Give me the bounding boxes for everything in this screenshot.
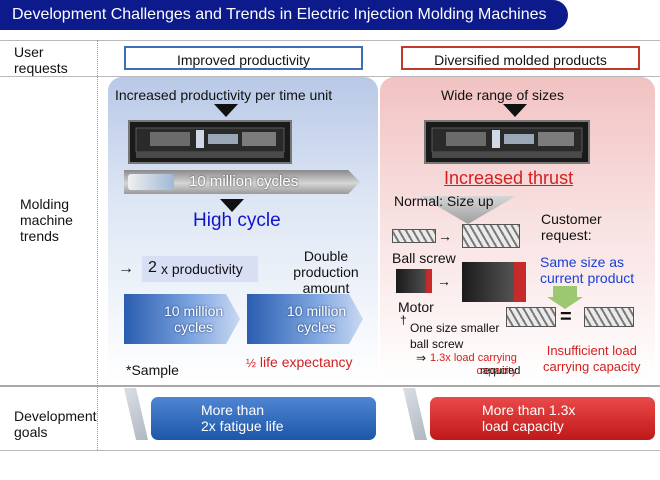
screw-icon <box>128 174 174 190</box>
required-label: required <box>480 365 521 377</box>
screw-compare-icon <box>506 307 556 327</box>
motor-label: Motor <box>398 299 434 315</box>
arrow-right-icon: → <box>118 260 134 277</box>
cycles-bar: 10 million cycles <box>124 170 360 194</box>
small-motor-icon <box>396 269 430 293</box>
goal-load-capacity: More than 1.3x load capacity <box>430 397 655 440</box>
request-diversified-products: Diversified molded products <box>401 46 640 70</box>
arrow-right-icon: → <box>438 228 452 244</box>
productivity-badge: 2 x productivity <box>142 256 258 282</box>
one-size-smaller-label: One size smaller ball screw <box>410 321 500 351</box>
row-label-user-requests: User requests <box>14 44 68 76</box>
screw-watermark-icon <box>403 388 427 440</box>
column-divider <box>97 40 98 450</box>
large-ball-screw-icon <box>462 224 520 248</box>
equals-icon: = <box>560 306 572 328</box>
ball-screw-label: Ball screw <box>392 250 456 266</box>
large-motor-icon <box>462 262 516 302</box>
small-motor-flange <box>426 269 432 293</box>
divider-requests <box>0 76 660 77</box>
green-arrow-down-icon <box>547 297 583 309</box>
divider-goals <box>0 385 660 387</box>
request-improved-productivity: Improved productivity <box>124 46 363 70</box>
productivity-prefix: 2 <box>148 259 157 276</box>
half-life-expectancy: ½ life expectancy <box>246 354 353 370</box>
injection-machine-image <box>128 120 292 164</box>
implies-icon: ⇒ <box>416 351 427 365</box>
page-title: Development Challenges and Trends in Ele… <box>0 0 568 30</box>
green-arrow-stem <box>553 286 577 298</box>
cycles-box-2: 10 million cycles <box>247 294 363 344</box>
same-size-label: Same size as current product <box>540 254 635 286</box>
arrow-right-icon: → <box>437 273 451 289</box>
row-label-molding-trends: Molding machine trends <box>20 196 73 244</box>
small-ball-screw-icon <box>392 229 436 243</box>
arrow-down-icon <box>220 199 244 212</box>
arrow-down-icon <box>214 104 238 117</box>
insufficient-capacity-label: Insufficient load carrying capacity <box>543 343 641 374</box>
goal-fatigue-life: More than 2x fatigue life <box>151 397 376 440</box>
double-production-amount: Double production amount <box>293 248 359 296</box>
cycles-box-1-label: 10 million cycles <box>164 303 224 335</box>
divider-top <box>0 40 660 41</box>
injection-machine-image <box>424 120 590 164</box>
productivity-word: x productivity <box>161 261 243 277</box>
divider-bottom <box>0 450 660 451</box>
arrow-down-icon <box>503 104 527 117</box>
normal-size-up-label: Normal: Size up <box>394 193 494 209</box>
load-requirement-label: 1.3x load carrying capacity <box>430 352 517 377</box>
screw-watermark-icon <box>124 388 148 440</box>
life-expectancy-label: life expectancy <box>259 354 353 370</box>
cycles-box-1: 10 million cycles <box>124 294 240 344</box>
sample-note: *Sample <box>126 362 179 378</box>
high-cycle-label: High cycle <box>193 210 281 231</box>
heading-productivity-per-time: Increased productivity per time unit <box>115 87 333 103</box>
cycles-box-2-label: 10 million cycles <box>287 303 347 335</box>
cycles-bar-label: 10 million cycles <box>189 173 299 190</box>
row-label-development-goals: Development goals <box>14 408 97 440</box>
increased-thrust-label: Increased thrust <box>444 168 574 188</box>
screw-compare-icon <box>584 307 634 327</box>
heading-wide-range: Wide range of sizes <box>441 87 564 103</box>
customer-request-label: Customer request: <box>541 211 602 243</box>
dagger-mark-icon: † <box>400 313 407 327</box>
half-fraction: ½ <box>246 356 257 370</box>
large-motor-flange <box>514 262 526 302</box>
